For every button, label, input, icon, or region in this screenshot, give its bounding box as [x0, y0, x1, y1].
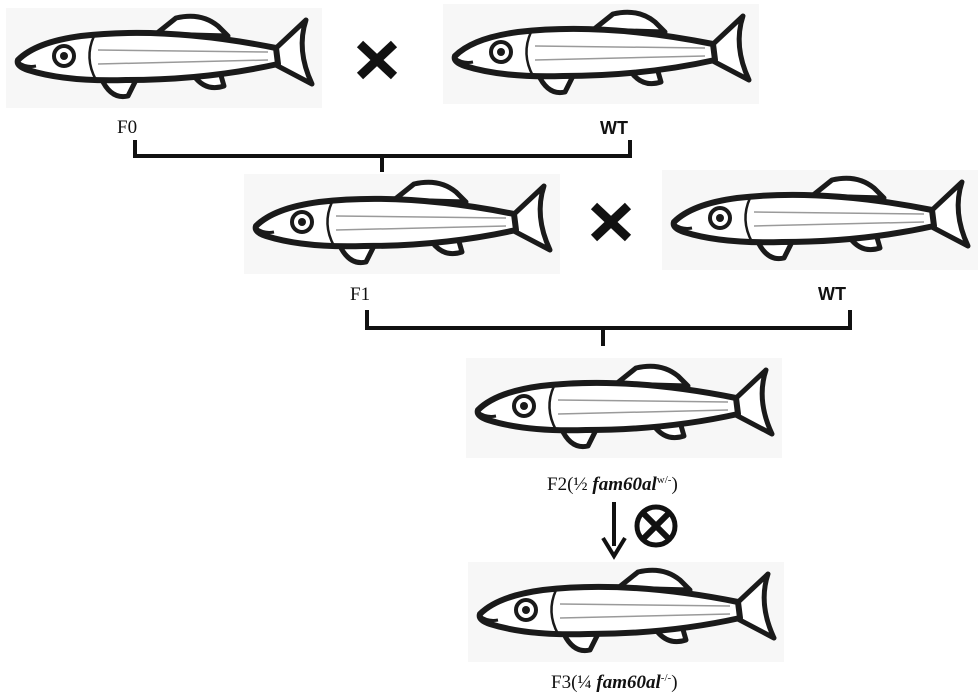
label-f2-suffix: ) — [671, 474, 677, 495]
fish-f2-image — [466, 358, 782, 458]
fish-f3-image — [468, 562, 784, 662]
down-arrow-icon — [603, 502, 625, 556]
circled-cross-icon — [637, 507, 675, 545]
fish-f0-image — [6, 8, 322, 108]
label-f3: F3(¼ fam60al-/-) — [551, 667, 678, 694]
label-f0: F0 — [117, 117, 137, 139]
label-wt-top: WT — [600, 117, 628, 139]
cross-icon — [594, 206, 628, 238]
bracket-f0-wt — [135, 140, 630, 172]
label-f2-genotype: w/- — [657, 474, 672, 486]
label-f1: F1 — [350, 284, 370, 306]
fish-wt-top-image — [443, 4, 759, 104]
label-f3-prefix: F3(¼ — [551, 672, 596, 693]
label-wt-mid: WT — [818, 283, 846, 305]
cross-icon — [360, 44, 394, 76]
fish-f1-image — [244, 174, 560, 274]
bracket-f1-wt — [367, 310, 850, 346]
label-f2-gene: fam60al — [592, 474, 656, 495]
label-f2-prefix: F2(½ — [547, 474, 592, 495]
fish-wt-mid-image — [662, 170, 978, 270]
label-f2: F2(½ fam60alw/-) — [547, 469, 678, 496]
label-f3-suffix: ) — [671, 672, 677, 693]
label-f3-genotype: -/- — [661, 672, 671, 684]
label-f3-gene: fam60al — [596, 672, 660, 693]
